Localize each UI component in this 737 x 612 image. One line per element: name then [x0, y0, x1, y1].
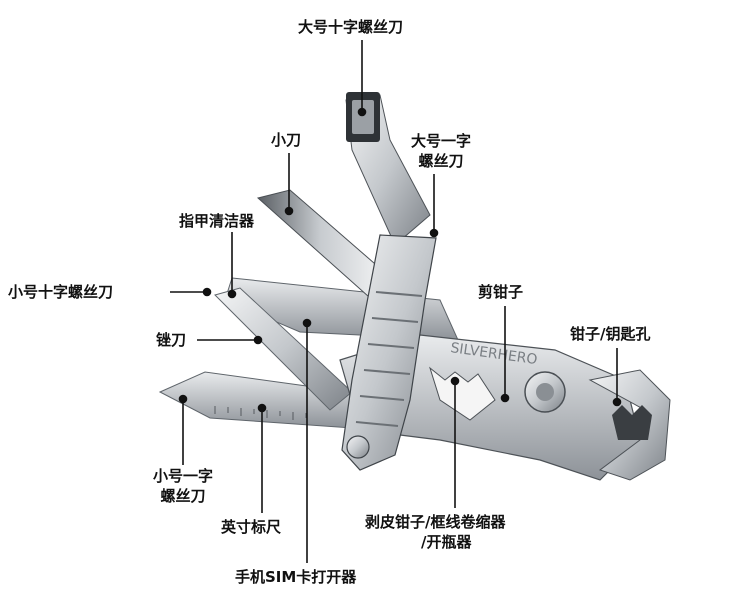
label-stripper-line2: /开瓶器: [421, 533, 472, 551]
label-small-phillips: 小号十字螺丝刀: [8, 283, 114, 301]
handle-rivet: [346, 435, 370, 459]
ruler-ticks: [214, 406, 307, 420]
label-pliers-key: 钳子/钥匙孔: [570, 325, 651, 343]
label-inch-ruler: 英寸标尺: [221, 518, 282, 536]
label-small-flat-line2: 螺丝刀: [160, 487, 206, 505]
leader-lines: [170, 40, 622, 563]
label-wire-cutter: 剪钳子: [478, 283, 524, 301]
jaw-teeth: [612, 405, 652, 440]
label-nail-cleaner: 指甲清洁器: [179, 212, 255, 230]
handle-ridges: [355, 291, 423, 427]
stripper-notches: [429, 366, 496, 421]
label-large-flat-line1: 大号一字: [410, 132, 471, 150]
label-large-flat-line2: 螺丝刀: [418, 152, 464, 170]
label-sim-opener: 手机SIM卡打开器: [235, 568, 357, 586]
front-handle: [341, 234, 437, 471]
label-large-flat: 大号一字 螺丝刀: [404, 131, 478, 171]
label-small-flat: 小号一字 螺丝刀: [141, 466, 225, 506]
label-small-flat-line1: 小号一字: [152, 467, 213, 485]
label-small-knife: 小刀: [271, 131, 302, 149]
label-stripper: 剥皮钳子/框线卷缩器 /开瓶器: [365, 512, 505, 552]
label-stripper-line1: 剥皮钳子/框线卷缩器: [365, 513, 506, 531]
label-large-phillips: 大号十字螺丝刀: [298, 18, 404, 36]
label-file: 锉刀: [156, 331, 187, 349]
